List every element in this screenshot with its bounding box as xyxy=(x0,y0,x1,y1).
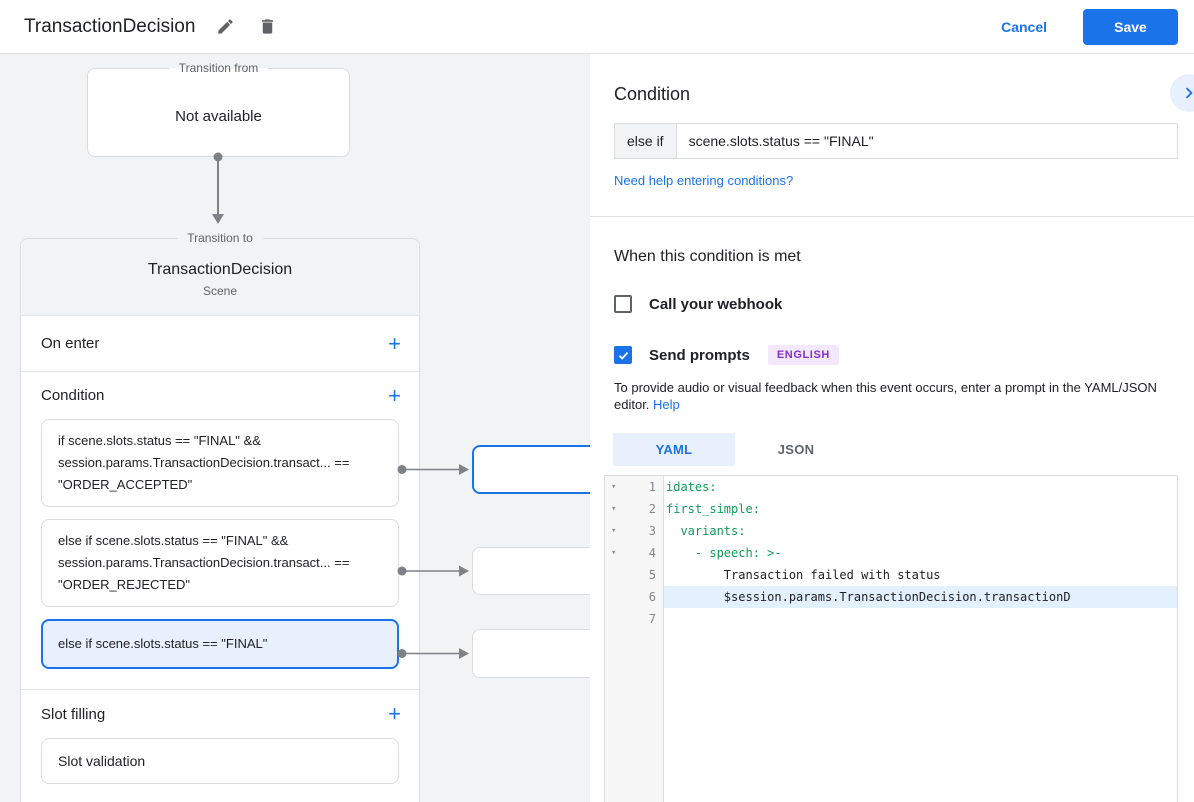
send-prompts-checkbox-row[interactable]: Send prompts ENGLISH xyxy=(614,345,1178,365)
condition-editor-panel: Condition else if scene.slots.status == … xyxy=(590,54,1194,802)
on-enter-section: On enter + xyxy=(21,315,419,371)
panel-title: Condition xyxy=(614,84,691,104)
send-prompts-checkbox[interactable] xyxy=(614,346,632,364)
webhook-checkbox-row[interactable]: Call your webhook xyxy=(614,295,1178,313)
editor-tabs: YAML JSON xyxy=(613,433,1178,466)
scene-name: TransactionDecision xyxy=(147,261,293,278)
yaml-editor[interactable]: ▾ 1 ▾ 2 ▾ 3 ▾ 4 5 6 7 idates: first_simple: variant… xyxy=(604,475,1178,802)
scene-flow-canvas: Transition from Not available Transition… xyxy=(0,54,590,802)
scene-type: Scene xyxy=(202,284,238,298)
conditions-help-link[interactable]: Need help entering conditions? xyxy=(614,173,794,188)
code-line-7[interactable] xyxy=(664,608,1177,630)
fold-arrow-icon[interactable]: ▾ xyxy=(611,526,617,536)
panel-divider xyxy=(590,216,1194,217)
add-condition-button[interactable]: + xyxy=(388,382,401,408)
on-enter-label: On enter xyxy=(41,335,100,352)
scene-header: TransactionDecision Scene xyxy=(21,239,419,315)
editor-gutter: ▾ 1 ▾ 2 ▾ 3 ▾ 4 5 6 7 xyxy=(605,476,664,802)
when-condition-met-title: When this condition is met xyxy=(614,248,801,265)
condition-cards: if scene.slots.status == "FINAL" && sess… xyxy=(21,419,419,669)
condition-card-2[interactable]: else if scene.slots.status == "FINAL" &&… xyxy=(41,519,399,607)
line-number: 6 xyxy=(648,590,656,604)
condition-section: Condition + xyxy=(21,371,419,419)
code-line-3[interactable]: variants: xyxy=(666,524,746,538)
add-slot-button[interactable]: + xyxy=(388,701,401,726)
webhook-checkbox[interactable] xyxy=(614,295,632,313)
page-title: TransactionDecision xyxy=(24,15,196,37)
code-line-4[interactable]: - speech: >- xyxy=(666,546,782,560)
prompt-help-link[interactable]: Help xyxy=(653,397,680,412)
fold-arrow-icon[interactable]: ▾ xyxy=(611,504,617,514)
handler-box-3[interactable] xyxy=(472,629,590,678)
condition-input[interactable]: else if scene.slots.status == "FINAL" xyxy=(614,123,1178,159)
line-number: 5 xyxy=(648,568,656,582)
handler-box-2[interactable] xyxy=(472,547,590,595)
delete-icon[interactable] xyxy=(255,15,279,39)
transition-to-card: Transition to TransactionDecision Scene … xyxy=(20,231,420,802)
language-badge: ENGLISH xyxy=(767,345,839,365)
transition-from-box: Transition from Not available xyxy=(87,61,350,157)
prompt-note: To provide audio or visual feedback when… xyxy=(614,379,1178,413)
edit-icon[interactable] xyxy=(213,15,237,39)
fold-arrow-icon[interactable]: ▾ xyxy=(611,482,617,492)
chevron-right-icon xyxy=(1185,87,1193,99)
line-number: 4 xyxy=(648,546,656,560)
line-number: 2 xyxy=(648,502,656,516)
code-line-5[interactable]: Transaction failed with status xyxy=(666,568,941,582)
editor-code[interactable]: idates: first_simple: variants: - speech:… xyxy=(664,476,1177,802)
slot-filling-section: Slot filling + xyxy=(21,690,419,738)
checkmark-icon xyxy=(618,351,628,360)
transition-from-legend: Transition from xyxy=(168,61,269,75)
prompt-note-text: To provide audio or visual feedback when… xyxy=(614,380,1157,412)
condition-expression-value[interactable]: scene.slots.status == "FINAL" xyxy=(688,133,874,149)
add-on-enter-button[interactable]: + xyxy=(388,330,401,356)
tab-json[interactable]: JSON xyxy=(777,442,815,457)
send-prompts-label[interactable]: Send prompts xyxy=(649,346,750,364)
cancel-button[interactable]: Cancel xyxy=(1001,18,1047,35)
code-line-6[interactable]: $session.params.TransactionDecision.tran… xyxy=(664,586,1177,608)
collapse-panel-button[interactable] xyxy=(1170,74,1194,112)
line-number: 3 xyxy=(648,524,656,538)
condition-card-3[interactable]: else if scene.slots.status == "FINAL" xyxy=(41,619,399,669)
slot-validation-card[interactable]: Slot validation xyxy=(41,738,399,784)
transition-to-legend: Transition to xyxy=(177,231,263,245)
save-button[interactable]: Save xyxy=(1083,8,1178,45)
top-bar: TransactionDecision Cancel Save xyxy=(0,0,1194,54)
line-number: 1 xyxy=(648,480,656,494)
slot-filling-label: Slot filling xyxy=(41,705,106,723)
code-line-1[interactable]: idates: xyxy=(666,480,717,494)
condition-card-1[interactable]: if scene.slots.status == "FINAL" && sess… xyxy=(41,419,399,507)
condition-section-label: Condition xyxy=(41,387,105,404)
transition-from-value: Not available xyxy=(175,108,262,125)
line-number: 7 xyxy=(648,612,656,626)
webhook-label[interactable]: Call your webhook xyxy=(649,295,783,313)
code-line-2[interactable]: first_simple: xyxy=(666,502,760,516)
section-divider xyxy=(21,689,419,690)
handler-box-1[interactable] xyxy=(472,445,590,494)
tab-yaml[interactable]: YAML xyxy=(613,433,735,466)
condition-prefix-label: else if xyxy=(615,124,677,158)
fold-arrow-icon[interactable]: ▾ xyxy=(611,548,617,558)
